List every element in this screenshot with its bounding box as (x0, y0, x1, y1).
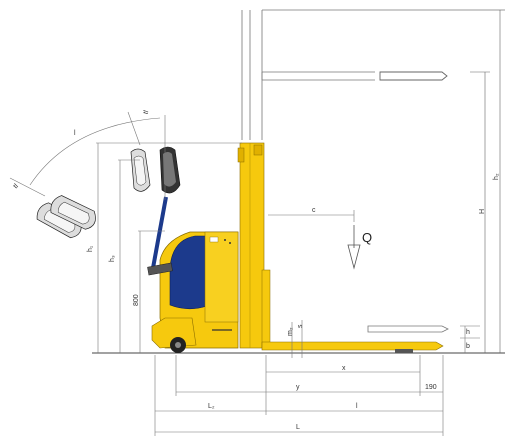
L2-label: L₂ (208, 403, 215, 410)
load-label: Q (362, 230, 372, 245)
h1-label: h₁ (87, 245, 94, 252)
fork-tip-roller (395, 349, 413, 353)
s-label: s (297, 324, 304, 328)
arc-l-label: l (74, 130, 76, 137)
hh-label: h (466, 329, 470, 336)
l-label: l (356, 403, 358, 410)
H-label: H (479, 209, 486, 214)
tiller-head-upright (159, 146, 181, 194)
height-dimension-lines (470, 10, 501, 353)
h2-label: h₂ (493, 173, 500, 180)
raised-forks (379, 71, 448, 81)
fork-height-dimensions (291, 320, 480, 358)
x-label: x (342, 365, 346, 372)
arc-top-label: tl (142, 109, 150, 115)
truck-body (151, 231, 239, 353)
L-label: L (296, 424, 300, 431)
mast (237, 142, 265, 349)
load-arrow (347, 225, 361, 270)
190-label: 190 (425, 384, 437, 391)
arc-left-label: tl (12, 183, 20, 191)
tiller-arm (147, 196, 173, 276)
bottom-dimension-lines (154, 355, 444, 436)
forks-lowered (261, 341, 444, 351)
load-center-dimension (268, 210, 355, 222)
tiller-head-ghost-tilted-2 (50, 195, 96, 230)
left-dimension-lines (96, 142, 242, 353)
h3-label: h₃ (109, 255, 116, 262)
c-label: c (312, 207, 316, 214)
hb-label: b (466, 343, 470, 350)
tiller-swing-arc (9, 111, 166, 200)
fork-carriage (261, 269, 271, 349)
800-label: 800 (133, 294, 140, 306)
m2-label: m₂ (287, 327, 294, 336)
raised-mast-outline (241, 9, 505, 140)
y-label: y (296, 384, 300, 391)
forks-raised-low (367, 325, 449, 333)
